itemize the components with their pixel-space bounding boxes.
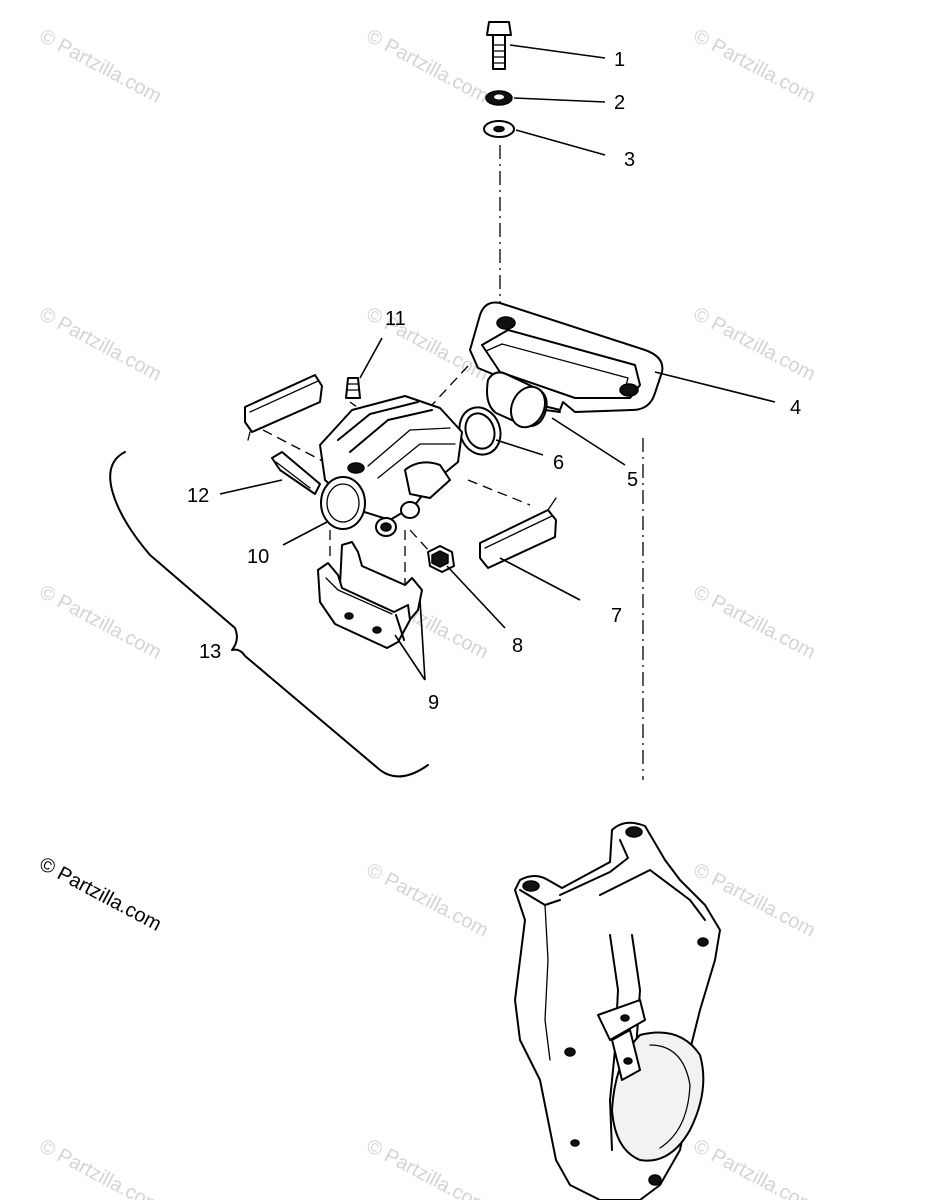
callout-1: 1	[614, 49, 625, 71]
part-engine-case	[514, 821, 721, 1200]
watermark: © Partzilla.com	[690, 303, 819, 386]
watermark: © Partzilla.com	[363, 1135, 492, 1200]
copyright-text: © Partzilla.com	[36, 853, 165, 936]
watermark: © Partzilla.com	[690, 25, 819, 108]
part-brake-hose	[271, 451, 321, 495]
callout-4: 4	[790, 397, 801, 419]
part-seal-ring	[458, 406, 502, 456]
callout-6: 6	[553, 452, 564, 474]
callout-11: 11	[385, 308, 406, 330]
callout-5: 5	[627, 469, 638, 491]
part-bolt	[486, 21, 512, 70]
part-piston	[486, 371, 561, 429]
watermark: © Partzilla.com	[36, 303, 165, 386]
watermark: © Partzilla.com	[363, 25, 492, 108]
part-caliper-body	[319, 395, 463, 537]
watermark: © Partzilla.com	[36, 581, 165, 664]
watermark: © Partzilla.com	[36, 1135, 165, 1200]
part-brake-pads	[317, 541, 423, 649]
watermarks: © Partzilla.com © Partzilla.com © Partzi…	[36, 25, 819, 1200]
watermark: © Partzilla.com	[690, 581, 819, 664]
callout-10: 10	[247, 546, 269, 568]
callout-labels: 1 2 3 4 5 6 7 8 9 10 11 12 13	[187, 49, 801, 714]
assembly-bracket	[109, 451, 429, 778]
watermark: © Partzilla.com	[690, 1135, 819, 1200]
callout-3: 3	[624, 149, 635, 171]
part-shim-upper	[244, 374, 323, 441]
part-bleeder-screw	[345, 377, 361, 399]
part-lock-washer	[485, 90, 513, 106]
callout-13: 13	[199, 641, 221, 663]
part-shim-lower	[479, 497, 557, 569]
part-nut	[427, 545, 455, 573]
callout-9: 9	[428, 692, 439, 714]
watermark: © Partzilla.com	[36, 25, 165, 108]
callout-2: 2	[614, 92, 625, 114]
callout-8: 8	[512, 635, 523, 657]
part-flat-washer	[483, 120, 515, 138]
leader-lines	[219, 44, 776, 681]
callout-7: 7	[611, 605, 622, 627]
watermark: © Partzilla.com	[363, 859, 492, 942]
callout-12: 12	[187, 485, 209, 507]
